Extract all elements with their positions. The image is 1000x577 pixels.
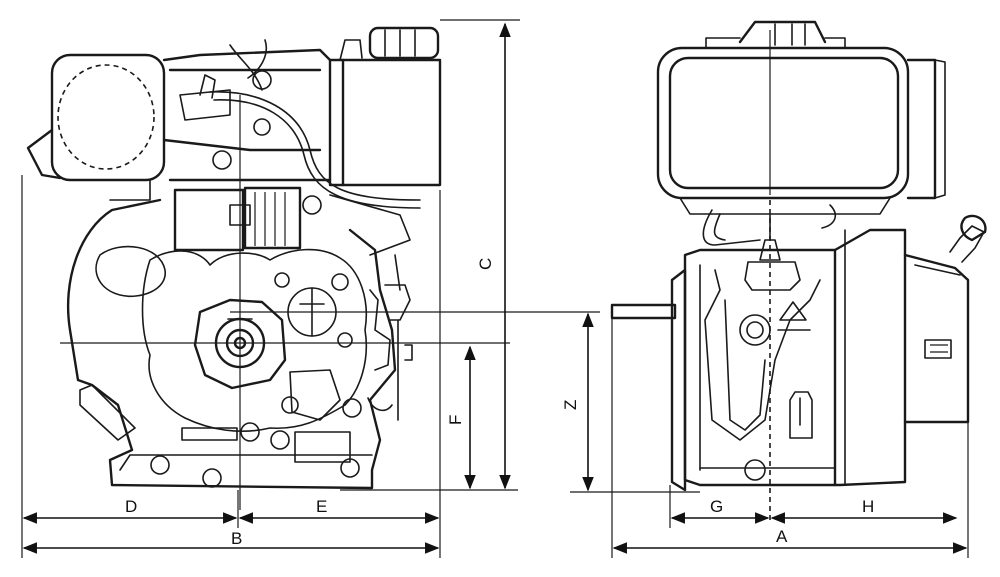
label-e: E bbox=[316, 497, 327, 516]
label-z: Z bbox=[561, 400, 580, 410]
label-d: D bbox=[125, 497, 137, 516]
front-view bbox=[26, 26, 600, 510]
side-view bbox=[610, 20, 987, 520]
cylinder-head bbox=[162, 39, 421, 209]
crankcase bbox=[66, 198, 413, 490]
side-fuel-tank bbox=[656, 20, 946, 215]
label-g: G bbox=[710, 497, 723, 516]
dimension-labels: D E B C F Z G H A bbox=[125, 258, 874, 548]
fuel-tank bbox=[328, 26, 442, 187]
label-a: A bbox=[776, 527, 788, 546]
label-b: B bbox=[231, 529, 242, 548]
label-f: F bbox=[446, 415, 465, 425]
recoil-starter bbox=[903, 214, 987, 424]
dimension-lines bbox=[21, 19, 969, 558]
side-crankcase bbox=[610, 228, 907, 492]
air-cleaner bbox=[26, 53, 166, 201]
label-h: H bbox=[862, 497, 874, 516]
cooling-fins bbox=[173, 186, 411, 256]
label-c: C bbox=[476, 258, 495, 270]
